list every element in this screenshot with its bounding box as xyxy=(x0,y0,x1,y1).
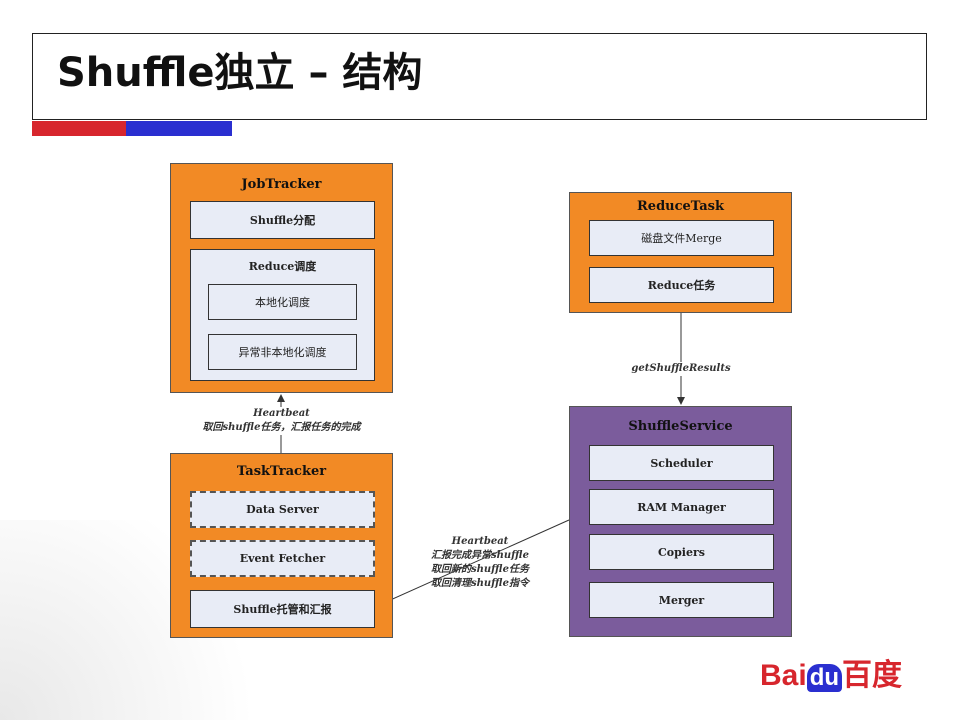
reduce-sched-label: Reduce调度 xyxy=(248,260,317,273)
data-server: Data Server xyxy=(190,491,375,528)
heartbeat1-text: 取回shuffle任务，汇报任务的完成 xyxy=(202,422,361,433)
jobtracker-title: JobTracker xyxy=(241,177,322,192)
logo-text-cn: 百度 xyxy=(842,659,903,692)
logo-paw: du xyxy=(806,664,843,692)
logo-text-bai: Bai xyxy=(760,659,807,692)
ram-manager: RAM Manager xyxy=(589,489,774,525)
shuffle-alloc: Shuffle分配 xyxy=(190,201,375,239)
shuffleservice-title: ShuffleService xyxy=(628,419,733,434)
heartbeat2-line: 取回新的shuffle任务 xyxy=(431,564,529,575)
slide-title: Shuffle独立 – 结构 xyxy=(57,50,423,96)
title-box: Shuffle独立 – 结构 xyxy=(32,33,927,120)
nonlocal-sched: 异常非本地化调度 xyxy=(208,334,357,370)
heartbeat1-title: Heartbeat xyxy=(253,408,310,419)
get-results-label: getShuffleResults xyxy=(620,362,742,376)
heartbeat2-arrow xyxy=(376,519,570,607)
heartbeat2-line: 取回清理shuffle指令 xyxy=(431,578,529,589)
heartbeat2-title: Heartbeat xyxy=(451,536,509,547)
jobtracker-box: JobTracker Shuffle分配 Reduce调度 本地化调度 异常非本… xyxy=(170,163,393,393)
shuffleservice-box: ShuffleService Scheduler RAM Manager Cop… xyxy=(569,406,792,637)
scheduler: Scheduler xyxy=(589,445,774,481)
shuffle-hosting: Shuffle托管和汇报 xyxy=(190,590,375,628)
blue-accent-bar xyxy=(126,121,232,136)
reducetask-title: ReduceTask xyxy=(637,199,724,214)
tasktracker-title: TaskTracker xyxy=(236,464,327,479)
heartbeat2-label: Heartbeat 汇报完成异常shuffle 取回新的shuffle任务 取回… xyxy=(415,535,545,591)
event-fetcher: Event Fetcher xyxy=(190,540,375,577)
reduce-task: Reduce任务 xyxy=(589,267,774,303)
heartbeat1-label: Heartbeat 取回shuffle任务，汇报任务的完成 xyxy=(170,407,393,435)
reducetask-box: ReduceTask 磁盘文件Merge Reduce任务 xyxy=(569,192,792,313)
merger: Merger xyxy=(589,582,774,618)
local-sched: 本地化调度 xyxy=(208,284,357,320)
tasktracker-box: TaskTracker Data Server Event Fetcher Sh… xyxy=(170,453,393,638)
red-accent-bar xyxy=(32,121,126,136)
disk-merge: 磁盘文件Merge xyxy=(589,220,774,256)
heartbeat2-line: 汇报完成异常shuffle xyxy=(431,550,529,561)
copiers: Copiers xyxy=(589,534,774,570)
